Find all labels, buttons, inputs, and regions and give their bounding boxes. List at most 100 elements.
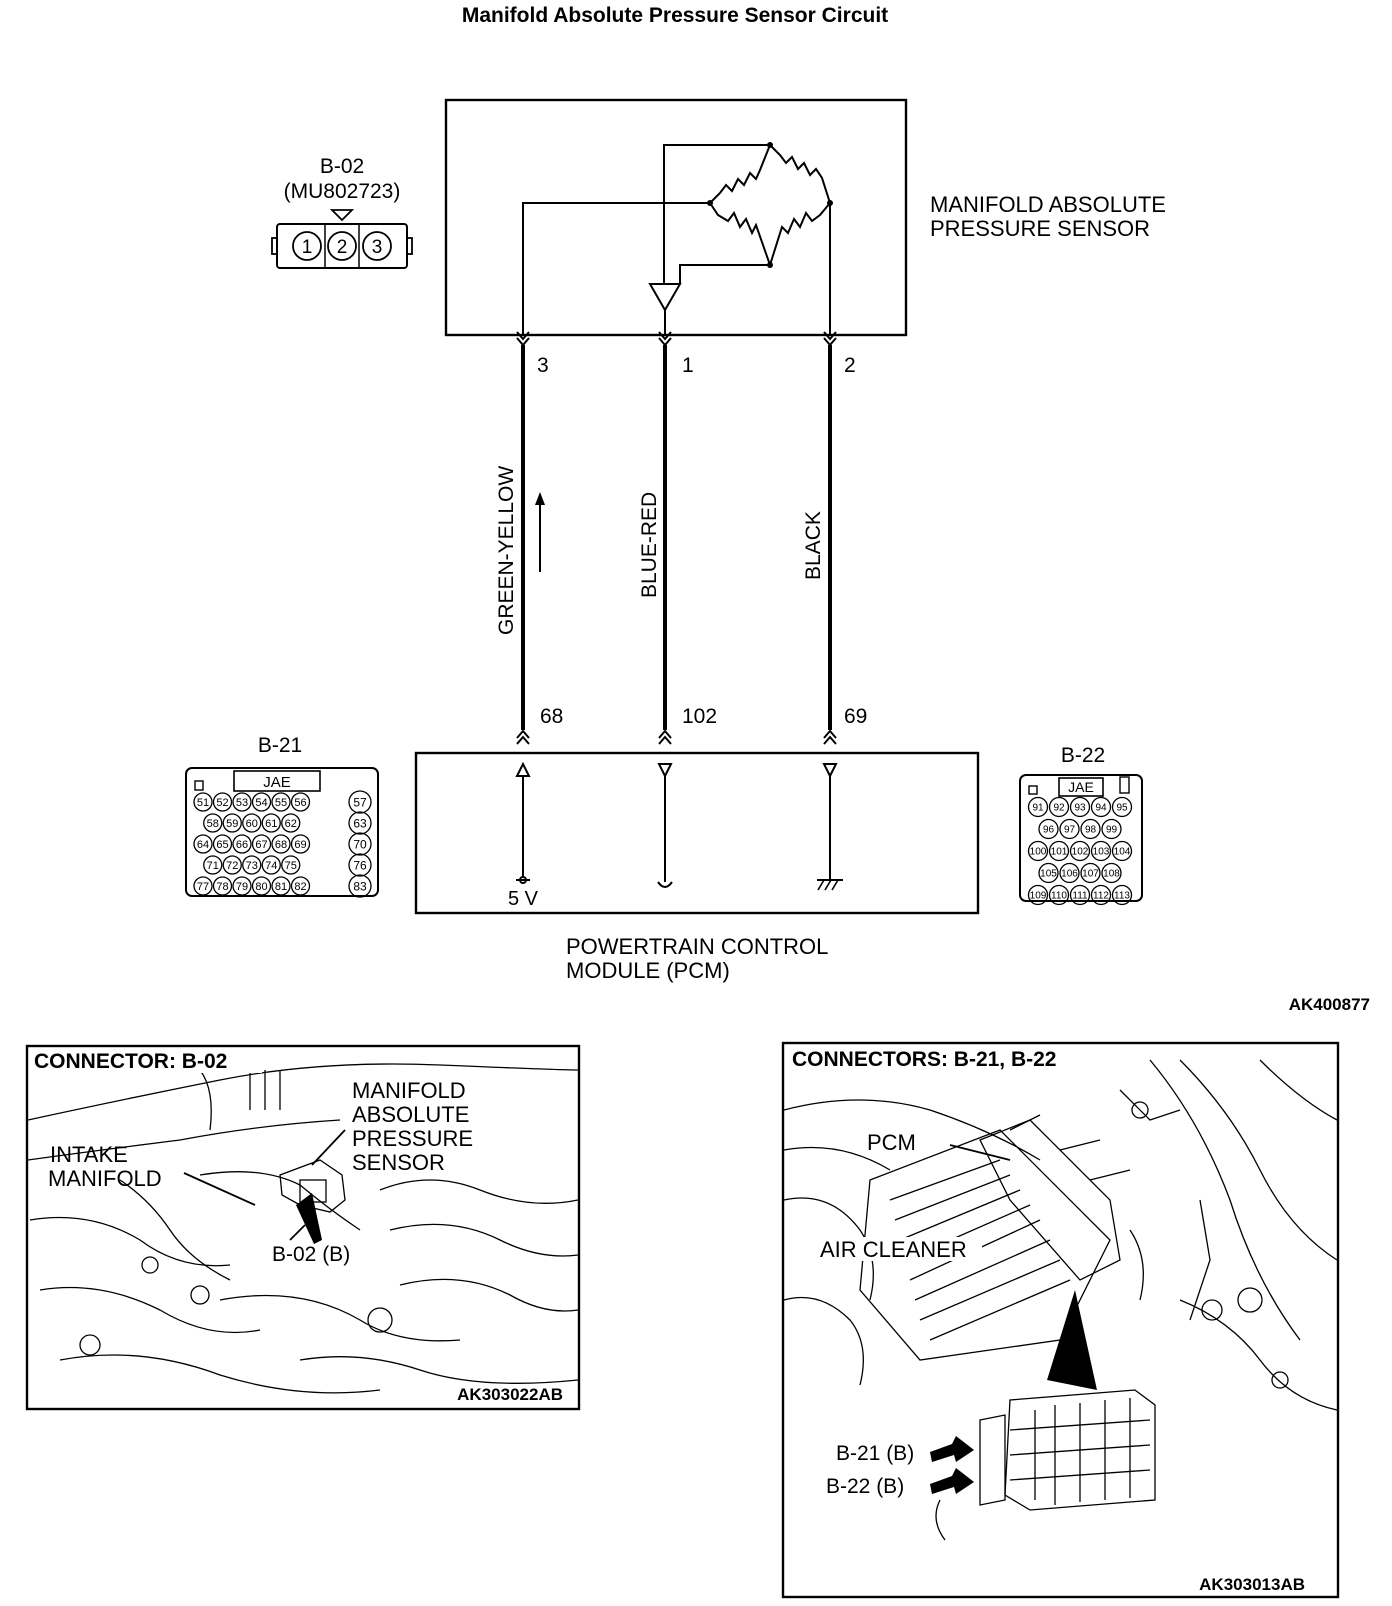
left-callout-connector: B-02 (B) [272,1243,350,1266]
right-panel-title-bg [790,1046,1108,1070]
left-callout-manifold-1: INTAKE [50,1142,128,1167]
pin-73-circle [242,855,262,875]
pin-93-label: 93 [1074,803,1086,814]
right-panel-frame [781,1041,1340,1599]
pin-65-circle [212,834,233,854]
pin-106-circle [1059,862,1080,884]
b02-pin-3: 3 [372,237,383,258]
left-panel-title: CONNECTOR: B-02 [34,1050,227,1073]
right-callout-pcm: PCM [867,1130,916,1155]
pin-99-circle [1101,818,1122,840]
pin-52-circle [212,792,233,812]
pin-59-circle [222,813,242,833]
left-callout-sensor-3: PRESSURE [352,1126,473,1151]
pcm-pin-68: 68 [540,705,563,728]
pin-82-label: 82 [294,881,306,893]
pcm-label-line2: MODULE (PCM) [566,958,730,983]
pin-83-label: 83 [353,879,367,893]
pin-80-circle [251,876,272,896]
right-panel-illustration [783,1059,1338,1541]
pin-101-circle [1048,840,1070,862]
pin-93-circle [1069,796,1091,818]
pin-92-label: 92 [1053,803,1065,814]
signal-direction-arrow [535,492,545,572]
b22-id: B-22 [1061,744,1105,767]
pcm-pin-102: 102 [682,705,717,728]
pin-54-circle [251,792,272,812]
pin-95-label: 95 [1116,803,1128,814]
pin-67-label: 67 [255,839,267,851]
pin-98-circle [1080,818,1101,840]
pin-81-circle [271,876,291,896]
pin-102-label: 102 [1072,847,1089,858]
pin-71-circle [203,855,223,875]
pin-74-label: 74 [265,860,277,872]
right-callout-air-cleaner: AIR CLEANER [820,1237,967,1262]
right-panel-code: AK303013AB [1199,1575,1305,1594]
pin-79-circle [232,876,252,896]
wire-color-blue-red: BLUE-RED [638,492,661,598]
b21-id: B-21 [258,734,302,757]
pin-81-label: 81 [275,881,287,893]
pin-58-label: 58 [207,818,219,830]
pin-55-label: 55 [275,797,287,809]
pin-55-circle [271,792,291,812]
wire-color-green-yellow: GREEN-YELLOW [495,466,518,635]
pin-78-label: 78 [216,881,228,893]
pin-51-circle [193,792,213,812]
pin-109-circle [1027,884,1049,906]
pin-77-label: 77 [197,881,209,893]
pin-110-circle [1048,884,1070,906]
sensor-label-line2: PRESSURE SENSOR [930,216,1150,241]
pin-113-circle [1111,884,1133,906]
pin-108-circle [1101,862,1122,884]
pin-112-label: 112 [1093,891,1109,902]
b22-body [1019,774,1143,902]
b22-key [1058,777,1104,797]
pin-75-label: 75 [285,860,297,872]
pin-65-label: 65 [216,839,228,851]
pin-100-label: 100 [1030,847,1047,858]
pin-68-label: 68 [275,839,287,851]
pin-95-circle [1111,796,1133,818]
pin-59-label: 59 [226,818,238,830]
pin-57-circle [348,790,372,814]
pin-112-circle [1090,884,1112,906]
b22-latch [1028,785,1038,795]
sensor-box [444,98,908,337]
pin-72-label: 72 [226,860,238,872]
pin-60-circle [242,813,262,833]
pcm-terminals [516,729,837,745]
pin-96-circle [1038,818,1059,840]
b22-maker: JAE [1068,779,1094,795]
pin-113-label: 113 [1114,891,1130,902]
pin-99-label: 99 [1106,825,1118,836]
right-callout-b21: B-21 (B) [836,1442,914,1465]
b21-body [185,767,379,897]
pin-62-circle [281,813,301,833]
right-panel-title: CONNECTORS: B-21, B-22 [792,1048,1057,1071]
wire-color-black: BLACK [802,511,825,580]
pin-73-label: 73 [246,860,258,872]
pin-61-label: 61 [265,818,277,830]
pin-103-label: 103 [1093,847,1110,858]
left-callout-manifold-2: MANIFOLD [48,1166,162,1191]
pin-100-circle [1027,840,1049,862]
sensor-pin-3: 3 [537,354,549,377]
left-panel-frame [25,1044,581,1411]
pin-61-circle [261,813,281,833]
pin-58-circle [203,813,223,833]
b22-latch-right [1119,776,1130,794]
supply-5v-label: 5 V [508,888,539,910]
pin-110-label: 110 [1051,891,1067,902]
pin-56-label: 56 [294,797,306,809]
pin-94-circle [1090,796,1112,818]
pin-103-circle [1090,840,1112,862]
pin-105-label: 105 [1040,869,1057,880]
pin-98-label: 98 [1085,825,1097,836]
bridge-symbol [522,142,833,335]
pin-72-circle [222,855,242,875]
pin-97-circle [1059,818,1080,840]
